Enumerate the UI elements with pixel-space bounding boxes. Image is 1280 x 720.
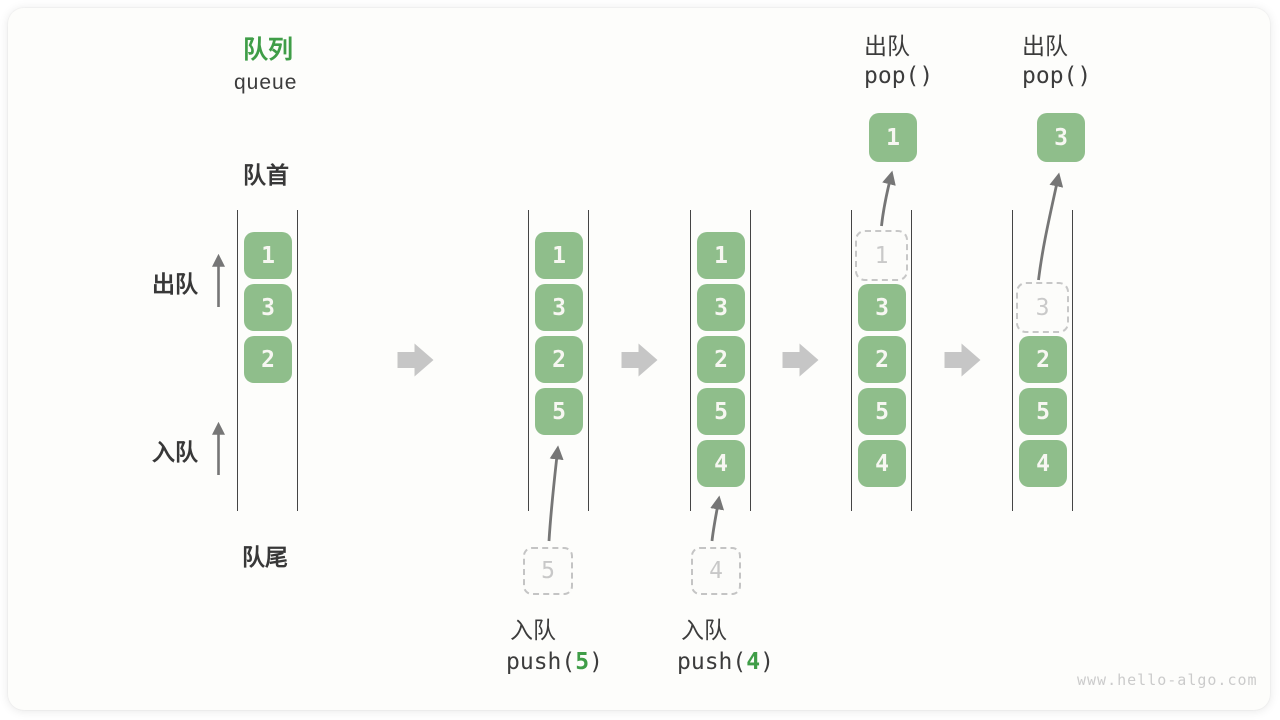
diagram-card (8, 8, 1270, 710)
label-pop-second: 出队 (1022, 33, 1068, 59)
queue-cell: 5 (535, 388, 583, 435)
incoming-cell: 5 (523, 547, 573, 595)
label-push-second: 入队 (681, 617, 727, 643)
queue-cell: 1 (244, 232, 292, 279)
label-enqueue-side: 入队 (152, 439, 198, 465)
label-queue-rear: 队尾 (242, 544, 288, 570)
queue-cell: 3 (697, 284, 745, 331)
code-push-second-pre: push( (677, 649, 747, 675)
queue-cell: 5 (858, 388, 906, 435)
queue-cell: 3 (858, 284, 906, 331)
queue-cell: 5 (1019, 388, 1067, 435)
code-push-first-pre: push( (506, 649, 576, 675)
queue-cell: 1 (535, 232, 583, 279)
code-push-second-post: ) (760, 649, 774, 675)
incoming-cell: 4 (691, 547, 741, 595)
code-pop-first: pop() (864, 63, 934, 89)
page-title: 队列 (243, 36, 294, 64)
queue-cell-ghost: 3 (1016, 282, 1069, 333)
queue-cell: 2 (697, 336, 745, 383)
queue-cell: 2 (244, 336, 292, 383)
queue-state-column-4 (851, 210, 912, 511)
queue-state-column-3 (690, 210, 751, 511)
queue-cell: 5 (697, 388, 745, 435)
queue-cell: 3 (535, 284, 583, 331)
page-subtitle: queue (234, 71, 298, 94)
queue-state-column-5 (1012, 210, 1073, 511)
queue-state-column-2 (528, 210, 589, 511)
queue-cell: 2 (1019, 336, 1067, 383)
label-queue-front: 队首 (243, 162, 289, 188)
queue-cell: 4 (858, 440, 906, 487)
code-push-second-arg: 4 (746, 649, 761, 675)
queue-state-column-1 (237, 210, 298, 511)
queue-cell: 4 (1019, 440, 1067, 487)
code-push-first-arg: 5 (575, 649, 590, 675)
queue-cell: 3 (244, 284, 292, 331)
queue-cell: 2 (535, 336, 583, 383)
code-push-first: push(5) (506, 649, 603, 675)
popped-cell: 1 (869, 113, 917, 162)
watermark: www.hello-algo.com (1077, 671, 1258, 689)
popped-cell: 3 (1037, 113, 1085, 162)
queue-cell: 2 (858, 336, 906, 383)
label-dequeue-side: 出队 (152, 271, 198, 297)
queue-cell: 1 (697, 232, 745, 279)
label-pop-first: 出队 (864, 33, 910, 59)
queue-cell: 4 (697, 440, 745, 487)
code-push-second: push(4) (677, 649, 774, 675)
code-pop-second: pop() (1022, 63, 1092, 89)
label-push-first: 入队 (510, 617, 556, 643)
queue-cell-ghost: 1 (855, 230, 908, 281)
code-push-first-post: ) (589, 649, 603, 675)
